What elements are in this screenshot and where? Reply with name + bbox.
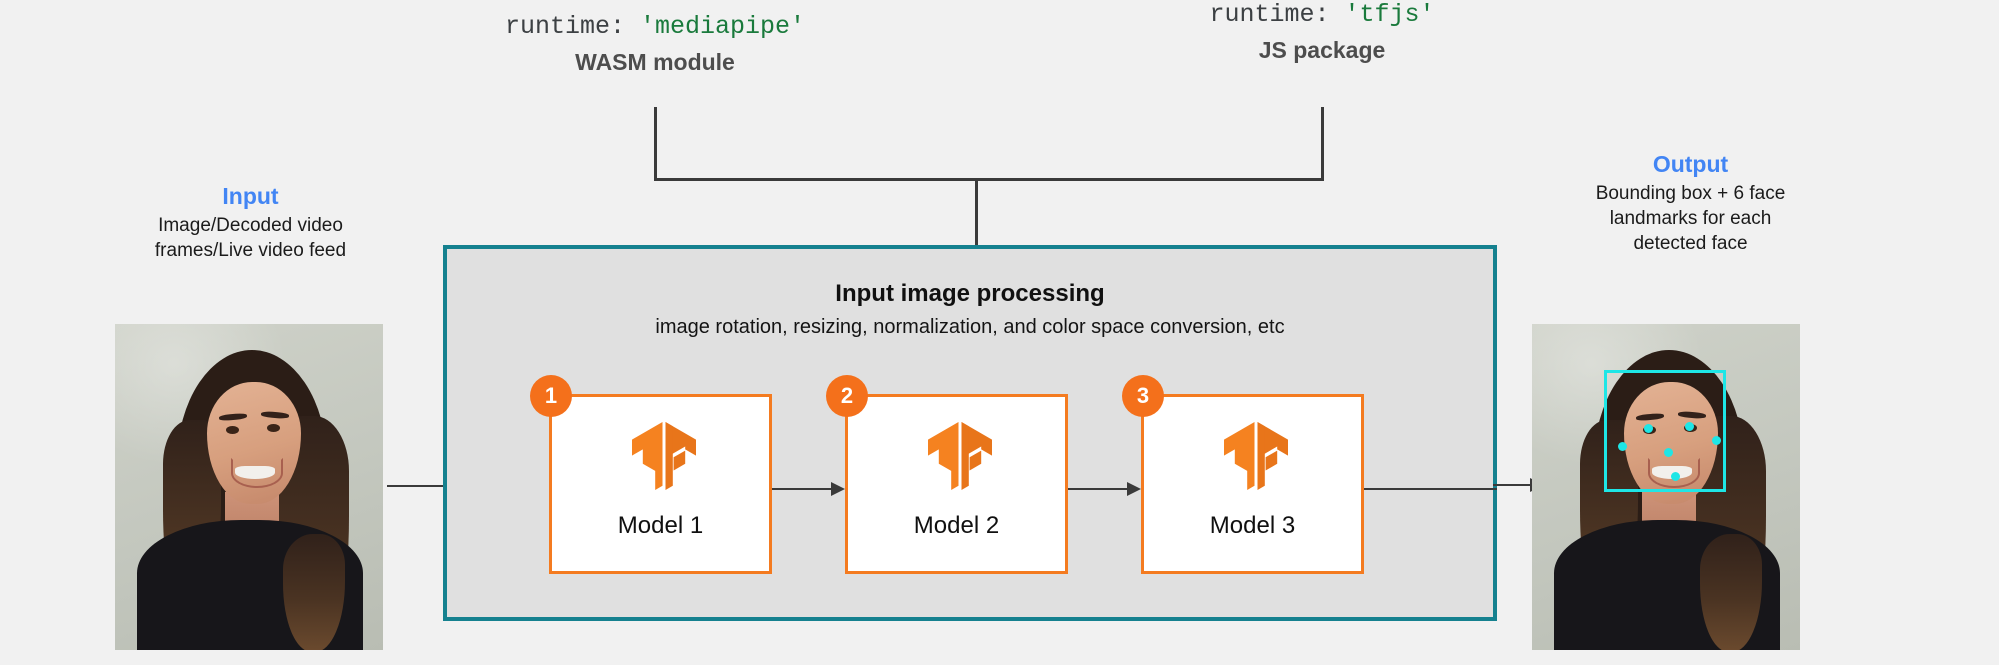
runtime-label-mediapipe: runtime: 'mediapipe' WASM module <box>430 12 880 77</box>
landmark-ear-left <box>1618 442 1627 451</box>
model-card-3[interactable]: Model 3 <box>1141 394 1364 574</box>
runtime-code-tfjs: runtime: 'tfjs' <box>1097 0 1547 30</box>
model-badge-2: 2 <box>826 375 868 417</box>
eye-left <box>226 426 239 434</box>
landmark-eye-right <box>1685 422 1694 431</box>
hair-strand-right-lower <box>1700 534 1762 650</box>
landmark-ear-right <box>1712 436 1721 445</box>
tensorflow-logo <box>632 422 696 490</box>
model-card-2[interactable]: Model 2 <box>845 394 1068 574</box>
input-label-block: Input Image/Decoded video frames/Live vi… <box>108 182 393 263</box>
bracket-drop-to-pipeline <box>975 178 978 246</box>
hair-strand-right-lower <box>283 534 345 650</box>
output-label-block: Output Bounding box + 6 face landmarks f… <box>1548 150 1833 256</box>
model-badge-1: 1 <box>530 375 572 417</box>
arrow-pipeline-to-output-line <box>1493 484 1533 486</box>
arrow-model1-to-model2-head <box>831 482 845 496</box>
bracket-left-stub <box>654 107 657 181</box>
landmark-mouth <box>1671 472 1680 481</box>
tensorflow-logo <box>928 422 992 490</box>
runtime-subtitle-wasm: WASM module <box>575 49 735 75</box>
model-label-3: Model 3 <box>1209 512 1296 539</box>
model-label-2: Model 2 <box>913 512 1000 539</box>
input-description-line-2: frames/Live video feed <box>154 240 347 261</box>
arrow-model2-to-model3-head <box>1127 482 1141 496</box>
bracket-right-stub <box>1321 107 1324 181</box>
arrow-model1-to-model2-line <box>772 488 834 490</box>
runtime-code-value: 'mediapipe' <box>640 12 806 41</box>
output-description-line-1: Bounding box + 6 face <box>1595 183 1786 204</box>
input-description-line-1: Image/Decoded video <box>158 215 343 236</box>
runtime-code-value: 'tfjs' <box>1344 0 1435 29</box>
landmark-eye-left <box>1644 424 1653 433</box>
pipeline-subtitle: image rotation, resizing, normalization,… <box>655 316 1285 338</box>
tensorflow-logo <box>1224 422 1288 490</box>
lips <box>231 458 283 488</box>
runtime-code-prefix: runtime: <box>1209 0 1330 29</box>
lips <box>1648 458 1700 488</box>
pipeline-title: Input image processing <box>835 280 1105 307</box>
input-photo <box>115 324 383 650</box>
model-card-1[interactable]: Model 1 <box>549 394 772 574</box>
arrow-model3-to-output-line-inner <box>1364 488 1497 490</box>
pipeline-container: Input image processing image rotation, r… <box>443 245 1497 621</box>
model-label-1: Model 1 <box>617 512 704 539</box>
runtime-label-tfjs: runtime: 'tfjs' JS package <box>1097 0 1547 65</box>
arrow-model2-to-model3-line <box>1068 488 1130 490</box>
output-description-line-2: landmarks for each <box>1609 208 1772 229</box>
eye-right <box>267 424 280 432</box>
face-bounding-box <box>1604 370 1726 492</box>
bracket-horizontal <box>654 178 1324 181</box>
runtime-code-mediapipe: runtime: 'mediapipe' <box>430 12 880 42</box>
model-badge-3: 3 <box>1122 375 1164 417</box>
input-title: Input <box>222 183 279 209</box>
landmark-nose <box>1664 448 1673 457</box>
runtime-code-prefix: runtime: <box>504 12 625 41</box>
output-photo <box>1532 324 1800 650</box>
runtime-subtitle-jspackage: JS package <box>1258 37 1386 63</box>
output-title: Output <box>1652 151 1729 177</box>
output-description-line-3: detected face <box>1633 233 1748 254</box>
